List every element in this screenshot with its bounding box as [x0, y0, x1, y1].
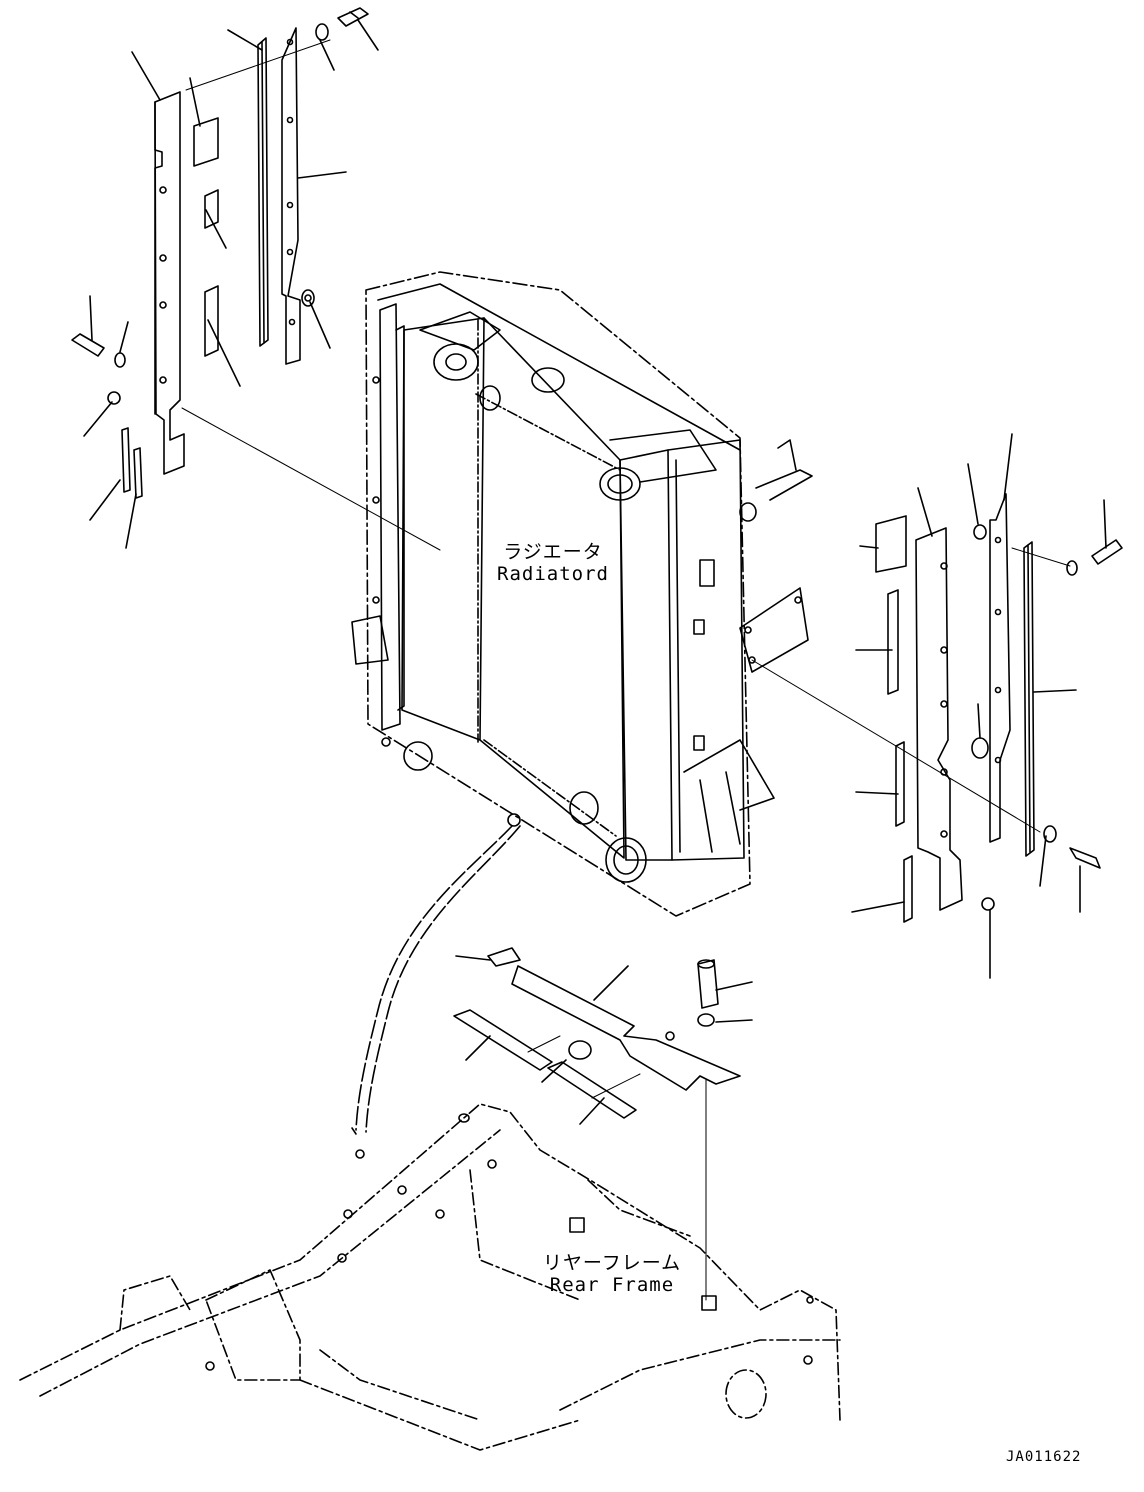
seal-pad-1	[194, 118, 218, 166]
rear-frame-details	[206, 1114, 813, 1370]
left-bracket-plate	[155, 92, 184, 474]
rear-frame-label: リヤーフレーム Rear Frame	[532, 1252, 692, 1296]
rear-frame	[20, 1104, 840, 1450]
bolt-icon-left	[72, 334, 104, 356]
drawing-code: JA011622	[1006, 1449, 1082, 1465]
bolt-icon	[338, 8, 368, 26]
right-bracket-plate	[916, 528, 962, 910]
seal-pad-right	[876, 516, 906, 572]
rear-frame-label-en: Rear Frame	[549, 1274, 675, 1296]
right-seal-assembly	[752, 434, 1122, 978]
radiator-label: ラジエータ Radiatord	[478, 541, 628, 585]
lower-mount	[454, 948, 752, 1300]
side-plate	[282, 28, 300, 364]
seal-strip-long	[258, 38, 268, 346]
washer-icon	[316, 24, 328, 40]
radiator-label-jp: ラジエータ	[503, 541, 603, 563]
radiator	[352, 272, 812, 1132]
left-seal-assembly	[72, 8, 440, 550]
radiator-label-en: Radiatord	[497, 563, 609, 585]
nut-icon	[302, 290, 314, 306]
seal-pad-2	[205, 190, 218, 228]
rear-frame-label-jp: リヤーフレーム	[542, 1252, 682, 1274]
seal-pad-3	[205, 286, 218, 356]
